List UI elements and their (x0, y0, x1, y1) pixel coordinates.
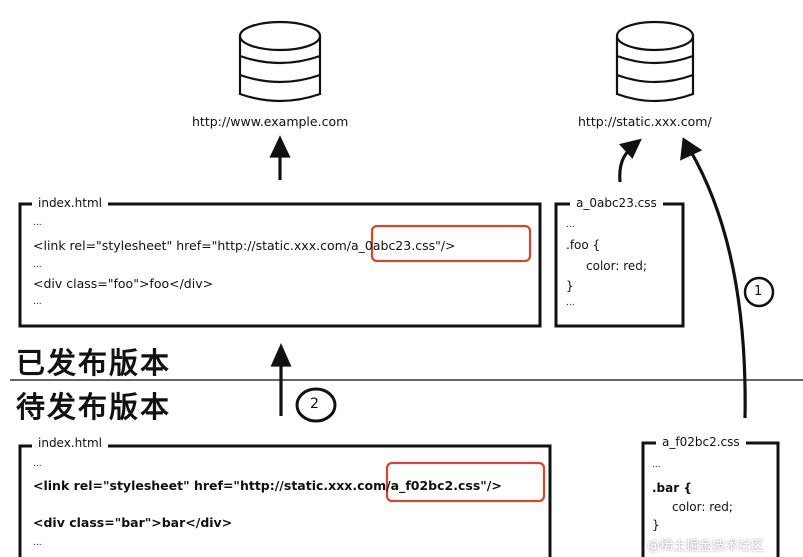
published-line-3: ... (33, 260, 42, 270)
pending-line-1: ... (33, 459, 42, 469)
published-line-5: ... (33, 297, 42, 307)
highlight-pending-css-link (385, 461, 546, 503)
step-2-marker (295, 387, 337, 423)
published-css-title: a_0abc23.css (570, 196, 663, 210)
highlight-published-css-link (370, 224, 532, 263)
database-icon-example (238, 20, 322, 103)
pending-link-line: <link rel="stylesheet" href="http://stat… (33, 478, 502, 493)
example-url: http://www.example.com (192, 114, 349, 129)
pending-index-title: index.html (32, 436, 108, 450)
published-link-line: <link rel="stylesheet" href="http://stat… (33, 238, 456, 253)
watermark: @稀土掘金技术社区 (647, 539, 765, 554)
published-css-line-4: } (566, 279, 574, 293)
pending-index-box (18, 444, 552, 557)
step-2-label: 2 (310, 396, 319, 412)
arrow-pending-css-to-static (680, 137, 747, 419)
static-url: http://static.xxx.com/ (578, 114, 712, 129)
pending-css-line-2: .bar { (652, 481, 692, 495)
published-css-line-1: ... (566, 220, 575, 230)
published-css-line-5: ... (566, 298, 575, 308)
published-section-label: 已发布版本 (16, 346, 172, 380)
database-icon-static (615, 20, 695, 103)
pending-css-line-1: ... (652, 460, 661, 470)
arrow-pending-to-published (270, 343, 292, 416)
published-div-line: <div class="foo">foo</div> (33, 276, 214, 291)
pending-css-title: a_f02bc2.css (656, 435, 746, 449)
published-index-title: index.html (32, 196, 108, 210)
arrow-index-to-example (269, 135, 291, 180)
step-1-marker (743, 276, 775, 308)
pending-div-line: <div class="bar">bar</div> (33, 515, 233, 530)
pending-section-label: 待发布版本 (16, 390, 172, 424)
pending-line-4: ... (33, 538, 42, 548)
published-index-box (18, 202, 542, 328)
arrow-published-css-to-static (618, 138, 642, 183)
pending-css-line-4: } (652, 518, 660, 532)
step-1-label: 1 (754, 284, 763, 299)
pending-css-line-3: color: red; (672, 500, 733, 514)
pending-link-text: <link rel="stylesheet" href="http://stat… (33, 478, 502, 493)
published-css-line-2: .foo { (566, 238, 601, 252)
published-css-line-3: color: red; (586, 259, 647, 273)
published-line-1: ... (33, 218, 42, 228)
